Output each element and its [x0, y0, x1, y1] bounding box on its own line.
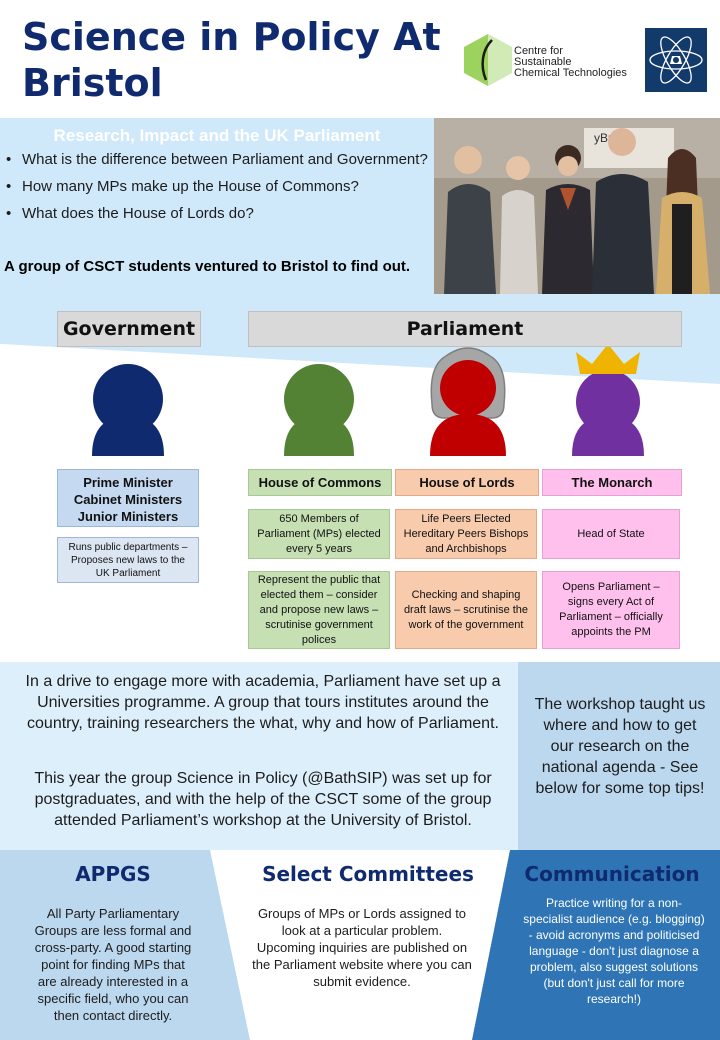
tips-background [0, 850, 720, 1040]
csct-logo-line: Centre for [514, 45, 563, 57]
bullet-icon: • [6, 205, 12, 222]
intro-panel [0, 118, 434, 294]
bullet-icon: • [6, 151, 12, 168]
bullet-icon: • [6, 178, 12, 195]
question-item: • What does the House of Lords do? [0, 204, 434, 223]
group-photo: yBristol [434, 118, 720, 294]
atom-icon [649, 36, 703, 84]
lords-members: Life Peers Elected Hereditary Peers Bish… [395, 509, 537, 559]
monarch-role: Opens Parliament – signs every Act of Pa… [542, 571, 680, 649]
lords-label: House of Lords [395, 469, 539, 496]
workshop-paragraph: This year the group Science in Policy (@… [34, 770, 492, 829]
monarch-crown-person-icon [572, 344, 644, 456]
parliament-header: Parliament [248, 311, 682, 347]
workshop-panel [0, 662, 518, 850]
workshop-side-panel [518, 662, 720, 850]
question-list: • What is the difference between Parliame… [0, 150, 434, 231]
intro-conclusion: A group of CSCT students ventured to Bri… [4, 258, 411, 275]
government-header: Government [57, 311, 201, 347]
tip-title-communication: Communication [524, 862, 700, 886]
tip-title-select-committees: Select Committees [262, 862, 474, 886]
tip-body-select-committees: Groups of MPs or Lords assigned to look … [252, 906, 472, 989]
question-item: • How many MPs make up the House of Commo… [0, 177, 434, 196]
workshop-paragraph: In a drive to engage more with academia,… [25, 673, 501, 732]
tip-body-appgs: All Party Parliamentary Groups are less … [34, 906, 192, 1023]
lords-role: Checking and shaping draft laws – scruti… [395, 571, 537, 649]
csct-logo: Centre for Sustainable Chemical Technolo… [462, 32, 632, 88]
government-person-icon [92, 364, 164, 456]
question-text: What is the difference between Parliamen… [22, 151, 428, 168]
government-roles-box: Prime Minister Cabinet Ministers Junior … [57, 469, 199, 527]
government-role: Prime Minister [83, 475, 173, 490]
lords-wig-person-icon [430, 347, 506, 456]
tip-title-appgs: APPGS [75, 862, 151, 886]
workshop-side-text: The workshop taught us where and how to … [534, 696, 706, 797]
commons-label: House of Commons [248, 469, 392, 496]
tip-body-communication: Practice writing for a non-specialist au… [523, 896, 705, 1006]
government-role: Cabinet Ministers [73, 492, 183, 507]
csct-logo-line: Sustainable [514, 56, 572, 68]
poster-title: Science in Policy At Bristol [22, 15, 441, 105]
question-text: How many MPs make up the House of Common… [22, 178, 359, 195]
government-description: Runs public departments – Proposes new l… [57, 537, 199, 583]
commons-members: 650 Members of Parliament (MPs) elected … [248, 509, 390, 559]
government-role: Junior Ministers [77, 509, 179, 524]
question-text: What does the House of Lords do? [22, 205, 254, 222]
commons-role: Represent the public that elected them –… [248, 571, 390, 649]
question-item: • What is the difference between Parliame… [0, 150, 434, 169]
monarch-members: Head of State [542, 509, 680, 559]
hexagon-leaf-icon [464, 34, 512, 86]
csct-logo-line: Chemical Technologies [514, 67, 627, 79]
commons-person-icon [284, 364, 354, 456]
intro-heading: Research, Impact and the UK Parliament [53, 126, 381, 145]
atom-emblem-logo [645, 28, 707, 92]
monarch-label: The Monarch [542, 469, 682, 496]
